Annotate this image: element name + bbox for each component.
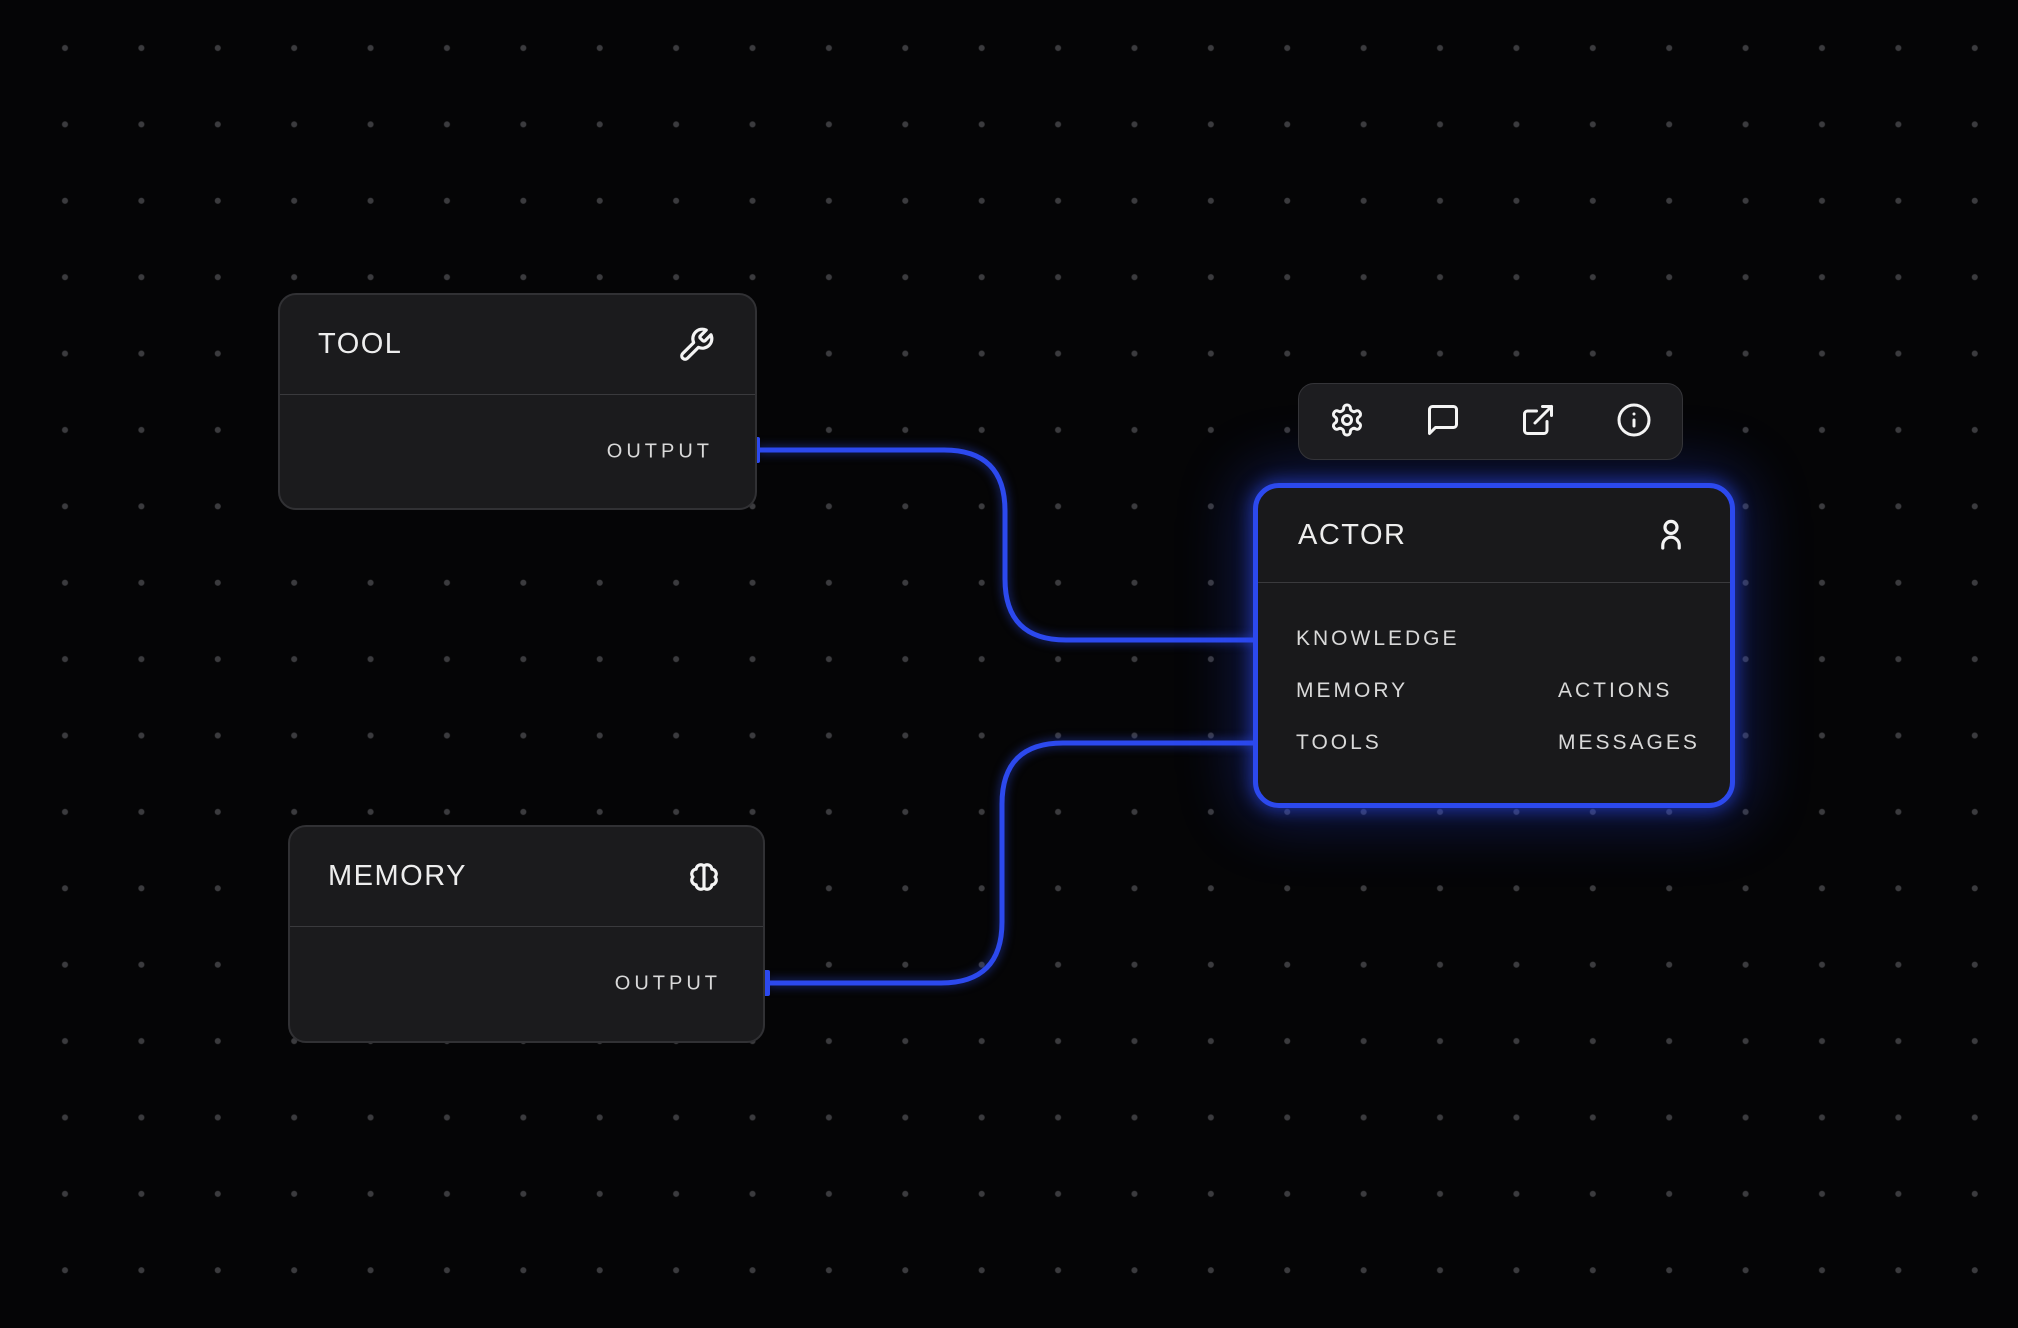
memory-output-port[interactable]: OUTPUT <box>615 973 721 996</box>
actor-node-toolbar <box>1298 383 1683 460</box>
comment-button[interactable] <box>1413 392 1473 452</box>
actor-input-label-memory: MEMORY <box>1296 679 1409 702</box>
node-tool[interactable]: TOOL OUTPUT <box>278 293 757 510</box>
comment-bubble-icon <box>1425 402 1461 441</box>
node-tool-body: OUTPUT <box>280 395 755 508</box>
node-memory-body: OUTPUT <box>290 927 763 1041</box>
tool-output-port[interactable]: OUTPUT <box>607 440 713 463</box>
node-memory-title: MEMORY <box>328 860 467 892</box>
open-external-button[interactable] <box>1508 392 1568 452</box>
actor-input-port-knowledge[interactable]: KNOWLEDGE <box>1296 613 1558 665</box>
actor-input-label-knowledge: KNOWLEDGE <box>1296 627 1460 650</box>
wrench-icon <box>677 326 715 364</box>
node-actor-body: KNOWLEDGE MEMORY ACTIONS TOOLS MESSAGES <box>1258 583 1730 803</box>
node-memory-header[interactable]: MEMORY <box>290 827 763 927</box>
brain-icon <box>685 858 723 896</box>
user-icon <box>1652 516 1690 554</box>
tool-output-label: OUTPUT <box>606 440 713 462</box>
node-memory[interactable]: MEMORY OUTPUT <box>288 825 765 1043</box>
memory-output-label: OUTPUT <box>614 972 721 995</box>
actor-input-port-tools[interactable]: TOOLS <box>1296 717 1558 769</box>
actor-output-port-actions[interactable]: ACTIONS <box>1558 665 1730 717</box>
settings-button[interactable] <box>1317 392 1377 452</box>
edge-tool-output-to-actor-knowledge[interactable] <box>757 447 1259 643</box>
actor-input-label-tools: TOOLS <box>1296 731 1382 754</box>
node-actor-header[interactable]: ACTOR <box>1258 488 1730 583</box>
edge-memory-output-to-actor-tools[interactable] <box>767 740 1259 986</box>
info-icon <box>1616 402 1652 441</box>
settings-gear-icon <box>1329 402 1365 441</box>
node-tool-header[interactable]: TOOL <box>280 295 755 395</box>
node-tool-title: TOOL <box>318 328 403 360</box>
actor-output-port-messages[interactable]: MESSAGES <box>1558 717 1730 769</box>
actor-output-label-actions: ACTIONS <box>1558 679 1673 702</box>
actor-port-spacer <box>1558 613 1730 665</box>
actor-output-label-messages: MESSAGES <box>1558 731 1700 754</box>
node-actor-title: ACTOR <box>1298 518 1407 551</box>
external-link-icon <box>1520 402 1556 441</box>
actor-input-port-memory[interactable]: MEMORY <box>1296 665 1558 717</box>
node-actor[interactable]: ACTOR KNOWLEDGE MEMORY ACTIONS TOOLS MES… <box>1253 483 1735 808</box>
info-button[interactable] <box>1604 392 1664 452</box>
